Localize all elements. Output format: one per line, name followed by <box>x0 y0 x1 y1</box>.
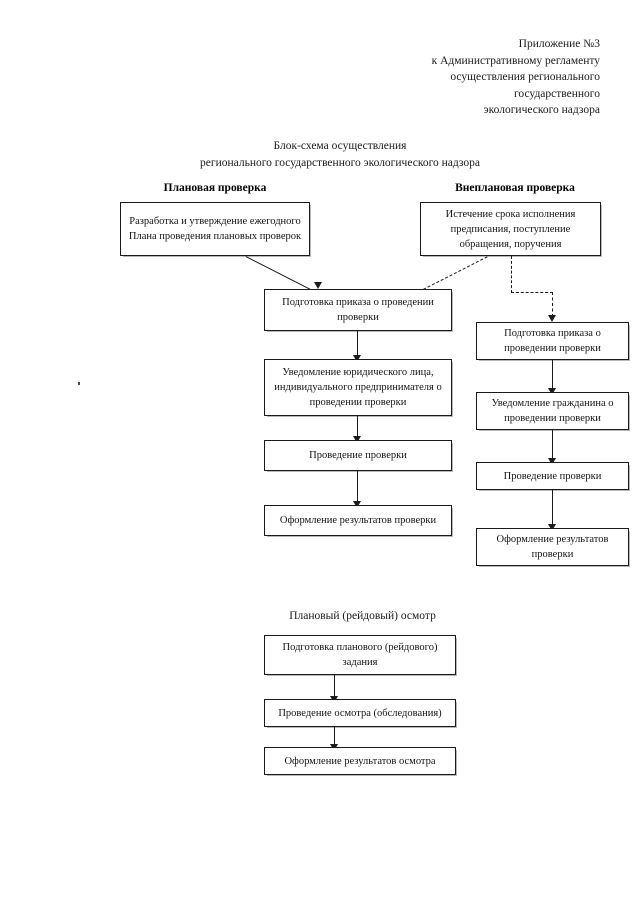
connector-unplanned-drop <box>511 256 512 293</box>
box-raid-prepare: Подготовка планового (рейдового) задания <box>264 635 456 675</box>
arrowhead-center-results <box>353 501 361 508</box>
box-raid-conduct-text: Проведение осмотра (обследования) <box>278 707 442 719</box>
header-line-5: экологического надзора <box>483 104 600 116</box>
box-center-order-text: Подготовка приказа о проведении проверки <box>282 297 434 323</box>
scan-artifact-speck <box>78 382 80 385</box>
arrowhead-right-conduct <box>548 458 556 465</box>
connector-unplanned-jog <box>511 292 553 293</box>
connector-raid-prepare-to-conduct <box>334 675 335 699</box>
box-right-notify-text: Уведомление гражданина о проведении пров… <box>491 398 614 424</box>
arrowhead-right-notify <box>548 388 556 395</box>
box-center-conduct-text: Проведение проверки <box>309 450 407 461</box>
box-planned-start-text: Разработка и утверждение ежегодного План… <box>128 216 302 242</box>
box-right-results: Оформление результатов проверки <box>476 528 629 566</box>
box-center-order: Подготовка приказа о проведении проверки <box>264 289 452 331</box>
connector-unplanned-to-center-order <box>423 256 488 290</box>
box-right-order: Подготовка приказа о проведении проверки <box>476 322 629 360</box>
column-heading-unplanned: Внеплановая проверка <box>455 182 575 194</box>
arrowhead-unplanned-to-right-order <box>548 315 556 322</box>
arrowhead-planned-to-order <box>314 282 322 289</box>
box-center-notify: Уведомление юридического лица, индивидуа… <box>264 359 452 416</box>
box-center-conduct: Проведение проверки <box>264 440 452 471</box>
box-unplanned-start: Истечение срока исполнения предписания, … <box>420 202 601 256</box>
connector-unplanned-to-right-order <box>552 292 553 317</box>
box-center-results: Оформление результатов проверки <box>264 505 452 536</box>
header-line-1: Приложение №3 <box>518 38 600 50</box>
connector-raid-conduct-to-results <box>334 727 335 747</box>
connector-right-conduct-to-results <box>552 490 553 527</box>
box-center-notify-text: Уведомление юридического лица, индивидуа… <box>274 367 442 408</box>
page-title: Блок-схема осуществления регионального г… <box>120 138 560 172</box>
connector-center-order-to-notify <box>357 331 358 358</box>
connector-center-conduct-to-results <box>357 471 358 504</box>
box-raid-results: Оформление результатов осмотра <box>264 747 456 775</box>
connector-right-order-to-notify <box>552 360 553 391</box>
box-unplanned-start-text: Истечение срока исполнения предписания, … <box>445 208 576 250</box>
header-line-3: осуществления регионального <box>450 71 600 83</box>
page-title-line-1: Блок-схема осуществления <box>273 140 407 152</box>
box-right-notify: Уведомление гражданина о проведении пров… <box>476 392 629 430</box>
arrowhead-center-conduct <box>353 436 361 443</box>
section-title-raid: Плановый (рейдовый) осмотр <box>289 610 436 622</box>
connector-planned-to-order <box>245 256 318 294</box>
header-line-2: к Административному регламенту <box>431 54 600 67</box>
box-right-conduct-text: Проведение проверки <box>503 470 602 482</box>
box-raid-results-text: Оформление результатов осмотра <box>284 755 436 767</box>
arrowhead-center-notify <box>353 355 361 362</box>
box-center-results-text: Оформление результатов проверки <box>279 515 437 526</box>
box-right-results-text: Оформление результатов проверки <box>496 534 609 560</box>
box-raid-conduct: Проведение осмотра (обследования) <box>264 699 456 727</box>
box-planned-start: Разработка и утверждение ежегодного План… <box>120 202 310 256</box>
arrowhead-right-results <box>548 524 556 531</box>
header-line-4: государственного <box>514 87 600 100</box>
box-right-order-text: Подготовка приказа о проведении проверки <box>504 328 601 354</box>
document-header: Приложение №3 к Административному реглам… <box>330 36 600 119</box>
box-raid-prepare-text: Подготовка планового (рейдового) задания <box>282 642 438 668</box>
box-right-conduct: Проведение проверки <box>476 462 629 490</box>
connector-center-notify-to-conduct <box>357 416 358 439</box>
column-heading-planned: Плановая проверка <box>163 182 267 194</box>
connector-right-notify-to-conduct <box>552 430 553 461</box>
page-title-line-2: регионального государственного экологиче… <box>200 157 480 169</box>
